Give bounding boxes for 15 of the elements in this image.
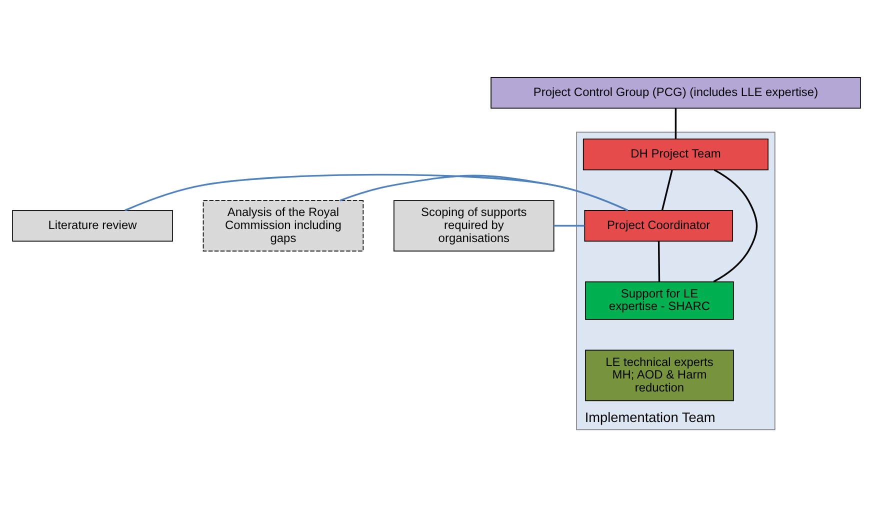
connector bbox=[554, 224, 585, 227]
connector bbox=[658, 241, 660, 282]
node-box: Literature review bbox=[12, 210, 173, 242]
connector bbox=[713, 169, 758, 282]
node-box: Project Control Group (PCG) (includes LLE expertise) bbox=[490, 77, 861, 109]
connector bbox=[124, 174, 628, 212]
connector bbox=[661, 170, 673, 210]
node-box: Analysis of the Royal Commission including gaps bbox=[202, 200, 364, 252]
node-box: LE technical experts MH; AOD & Harm reduction bbox=[585, 350, 734, 402]
node-box: Support for LE expertise - SHARC bbox=[585, 281, 734, 320]
node-box: Scoping of supports required by organisations bbox=[394, 200, 554, 252]
connector bbox=[674, 108, 677, 139]
node-box: DH Project Team bbox=[582, 138, 768, 170]
connector bbox=[340, 174, 628, 212]
node-box: Project Coordinator bbox=[584, 210, 734, 242]
